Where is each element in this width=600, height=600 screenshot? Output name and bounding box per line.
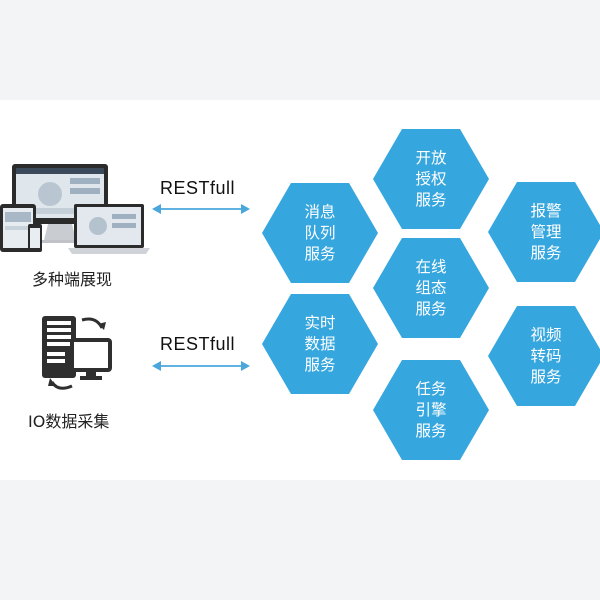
restfull-label-bottom: RESTfull xyxy=(160,334,236,354)
service-label: 实时数据服务 xyxy=(304,313,336,374)
io-label: IO数据采集 xyxy=(28,412,110,431)
service-hex-realtime[interactable]: 实时数据服务 xyxy=(262,294,378,394)
multi-device-icon xyxy=(0,164,150,254)
service-hex-config[interactable]: 在线组态服务 xyxy=(373,238,489,338)
content-band xyxy=(0,100,600,480)
service-hex-mq[interactable]: 消息队列服务 xyxy=(262,183,378,283)
service-label: 任务引擎服务 xyxy=(415,379,447,440)
server-monitor-sync-icon xyxy=(42,316,112,390)
double-arrow-icon xyxy=(152,361,250,371)
double-arrow-icon xyxy=(152,204,250,214)
service-label: 在线组态服务 xyxy=(415,257,447,318)
devices-label: 多种端展现 xyxy=(32,270,113,289)
service-label: 视频转码服务 xyxy=(530,325,562,386)
service-hex-task[interactable]: 任务引擎服务 xyxy=(373,360,489,460)
service-label: 开放授权服务 xyxy=(415,148,447,209)
service-label: 消息队列服务 xyxy=(304,202,336,263)
service-hex-auth[interactable]: 开放授权服务 xyxy=(373,129,489,229)
service-label: 报警管理服务 xyxy=(530,201,562,262)
restfull-label-top: RESTfull xyxy=(160,178,236,198)
